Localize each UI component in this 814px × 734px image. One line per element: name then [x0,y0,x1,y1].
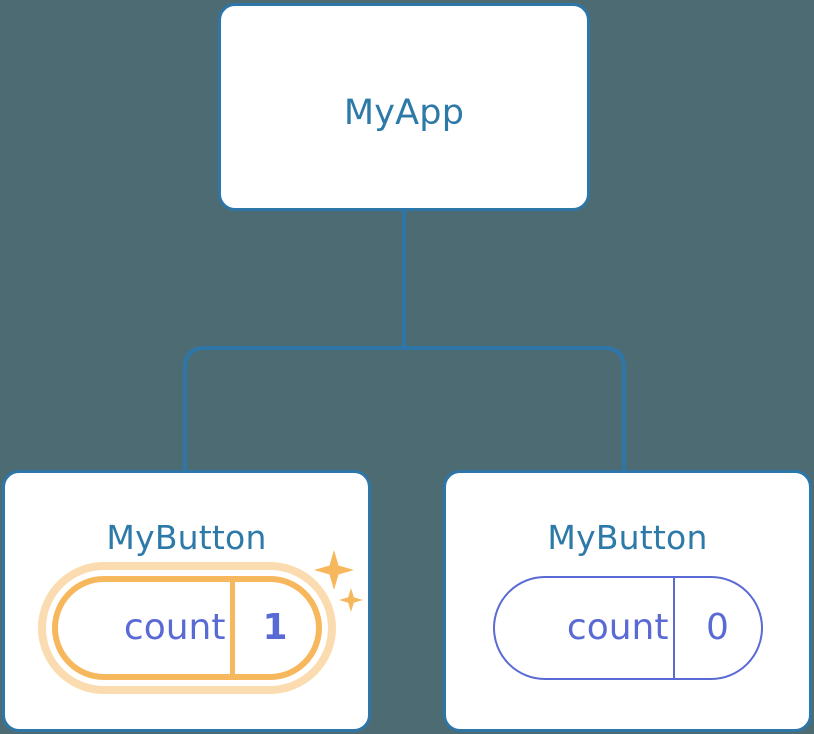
state-key: count [123,607,226,648]
state-pill-default[interactable]: count 0 [492,576,763,680]
node-title: MyApp [343,93,465,133]
highlight-glow [37,562,336,694]
node-mybutton-left[interactable]: MyButton count 1 [2,470,371,732]
node-mybutton-right[interactable]: MyButton count 0 [443,470,812,732]
state-pill[interactable]: count 0 [492,576,763,680]
state-key: count [566,607,669,648]
node-title: MyButton [106,518,267,557]
state-pill[interactable]: count 1 [51,576,322,680]
state-pill-highlighted[interactable]: count 1 [37,550,363,694]
node-myapp[interactable]: MyApp [218,3,590,211]
state-value: 1 [229,582,316,674]
state-value: 0 [672,578,761,678]
node-title: MyButton [547,518,708,557]
sparkle-small-icon [338,588,363,612]
